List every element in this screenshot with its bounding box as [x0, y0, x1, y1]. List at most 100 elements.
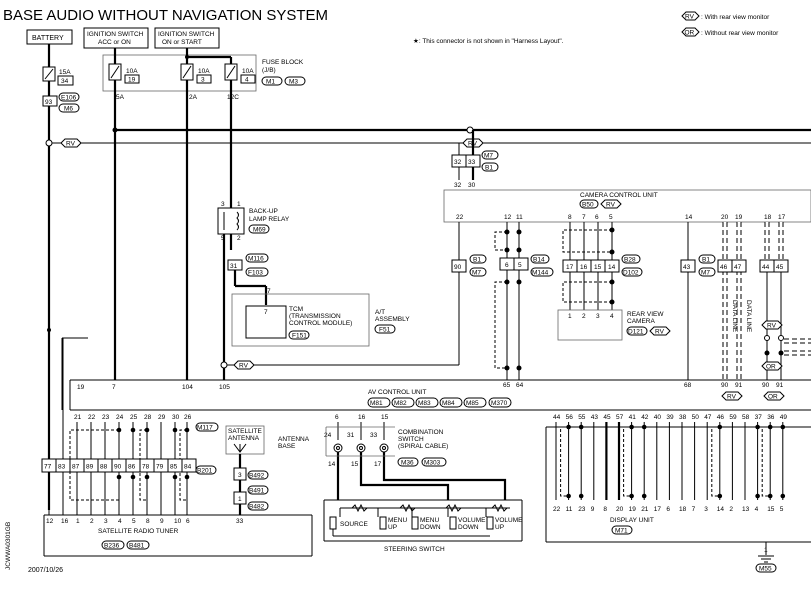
- conn-b14: B14: [533, 257, 545, 264]
- av-top-pin: 29: [158, 414, 166, 421]
- pin-65: 65: [503, 382, 511, 389]
- pin-90-b: 90: [721, 382, 729, 389]
- menu-down-label-1: MENU: [420, 517, 439, 524]
- conn-m303: M303: [424, 460, 441, 467]
- satellite-tuner-label: SATELLITE RADIO TUNER: [98, 528, 179, 535]
- tcm-label-1: TCM: [289, 306, 303, 313]
- satellite-antenna-box: [225, 425, 265, 455]
- switch-vol-down-icon: [449, 516, 457, 530]
- cam-pin-2: 2: [582, 313, 586, 320]
- av-mid-pin: 87: [72, 464, 80, 471]
- display-pin: 13: [742, 506, 750, 513]
- av-mid-pin: 86: [128, 464, 136, 471]
- av-right-pin: 57: [616, 414, 624, 421]
- av-right-pin: 38: [679, 414, 687, 421]
- display-pin: 7: [692, 506, 696, 513]
- pin-7-cam: 7: [582, 214, 586, 221]
- or-tag-2: OR: [768, 394, 778, 401]
- display-unit-label: DISPLAY UNIT: [610, 517, 654, 524]
- cs-bot-pin: 17: [374, 461, 382, 468]
- tcm-pin-7: 7: [264, 309, 268, 316]
- display-pin: 15: [767, 506, 775, 513]
- tuner-pin: 8: [146, 518, 150, 525]
- camera-unit-label: CAMERA CONTROL UNIT: [580, 192, 658, 199]
- av-right-pin: 44: [553, 414, 561, 421]
- ground-icon: [758, 555, 774, 563]
- pin-30: 30: [468, 182, 476, 189]
- display-pin: 8: [603, 506, 607, 513]
- pin-90-c: 90: [762, 382, 770, 389]
- tcm-label-3: CONTROL MODULE): [289, 320, 352, 327]
- conn-b481: B481: [129, 543, 145, 550]
- steering-switch-label: STEERING SWITCH: [384, 546, 445, 553]
- av-conn-pill: [439, 397, 463, 408]
- relay-box: [217, 207, 245, 235]
- display-pin: 14: [717, 506, 725, 513]
- resistor-icon-3: [445, 503, 462, 513]
- pin-11: 11: [516, 214, 523, 221]
- fuse-4-no: 4: [245, 77, 249, 84]
- tuner-pin: 16: [61, 518, 69, 525]
- conn-f151: F151: [292, 333, 307, 340]
- conn-b1-c: B1: [702, 257, 710, 264]
- pin-93: 93: [45, 99, 53, 106]
- relay-pin-3: 3: [221, 201, 225, 208]
- ant-base-label-2: BASE: [278, 443, 296, 450]
- pin-91-b: 91: [776, 382, 784, 389]
- tuner-pin: 4: [118, 518, 122, 525]
- rv-tag-5: RV: [655, 329, 665, 336]
- rv-tag-6: RV: [727, 394, 737, 401]
- conn-m69: M69: [253, 227, 266, 234]
- vol-up-label-2: UP: [495, 524, 504, 531]
- ign-on-label-2: ON or START: [162, 39, 202, 46]
- conn-m117: M117: [197, 425, 213, 432]
- switch-menu-down-icon: [411, 516, 419, 530]
- fuse-block-sub: (J/B): [262, 67, 276, 74]
- cs-bot-pin: 14: [328, 461, 336, 468]
- cs-mid-pin: 33: [370, 432, 378, 439]
- pin-14-cam: 14: [608, 264, 616, 271]
- sat-pin-33: 33: [236, 518, 244, 525]
- av-right-pin: 56: [566, 414, 574, 421]
- av-right-pin: 39: [666, 414, 674, 421]
- pin-68: 68: [684, 382, 692, 389]
- cam-pin-3: 3: [596, 313, 600, 320]
- av-conn-m83: M83: [418, 400, 431, 407]
- cam-pin-4: 4: [610, 313, 614, 320]
- camera-unit-box: [443, 189, 811, 223]
- cs-bot-pin: 15: [351, 461, 359, 468]
- av-conn-m81: M81: [370, 400, 383, 407]
- tuner-pin: 9: [160, 518, 164, 525]
- display-pin: 18: [679, 506, 687, 513]
- conn-d102: D102: [623, 270, 639, 277]
- display-pin: 6: [666, 506, 670, 513]
- display-pin: 22: [553, 506, 561, 513]
- av-conn-m85: M85: [466, 400, 479, 407]
- relay-pin-2: 2: [237, 235, 241, 242]
- av-pin-105: 105: [219, 384, 230, 391]
- vol-down-label-2: DOWN: [458, 524, 479, 531]
- menu-up-label-2: UP: [388, 524, 397, 531]
- pin-14-b: 14: [685, 214, 693, 221]
- cs-top-pin: 15: [381, 414, 389, 421]
- pin-33: 33: [468, 159, 476, 166]
- conn-b201: B201: [197, 468, 213, 475]
- conn-b28: B28: [624, 257, 636, 264]
- switch-source-icon: [329, 516, 337, 530]
- pin-45: 45: [776, 264, 784, 271]
- display-pin: 5: [780, 506, 784, 513]
- av-right-pin: 55: [578, 414, 586, 421]
- vol-down-label-1: VOLUME: [458, 517, 486, 524]
- av-right-pin: 58: [742, 414, 750, 421]
- conn-d121: D121: [628, 329, 644, 336]
- comb-switch-label-3: (SPIRAL CABLE): [398, 443, 448, 450]
- conn-b492: B492: [249, 473, 265, 480]
- conn-b236: B236: [104, 543, 120, 550]
- av-pin-19: 19: [77, 384, 85, 391]
- display-pin: 4: [755, 506, 759, 513]
- star-note: ★: This connector is not shown in "Harne…: [413, 38, 564, 45]
- pin-5-cam: 5: [518, 262, 522, 269]
- rv-tag-3: RV: [239, 363, 249, 370]
